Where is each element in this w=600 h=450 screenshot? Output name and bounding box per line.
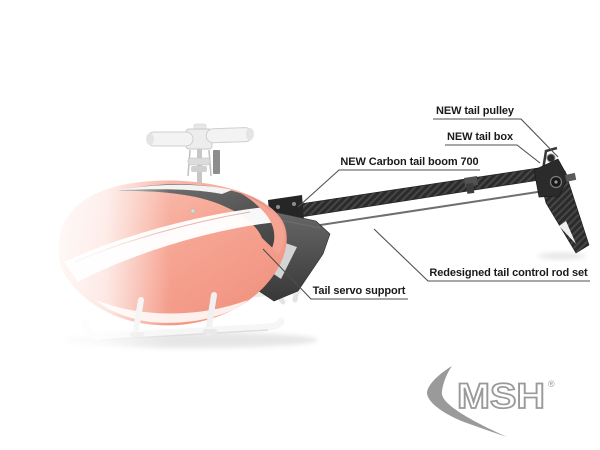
canopy-dark-band bbox=[118, 184, 284, 253]
msh-swoosh-icon bbox=[427, 366, 507, 437]
tail-box bbox=[533, 158, 569, 198]
fin-cutout bbox=[559, 221, 576, 244]
msh-logo-text: MSH bbox=[457, 377, 545, 416]
leader-tail-boom bbox=[297, 169, 480, 208]
callout-control-rod-label: Redesigned tail control rod set bbox=[429, 267, 588, 279]
canopy-rear-rim bbox=[240, 193, 285, 255]
callout-servo-support-label: Tail servo support bbox=[312, 285, 406, 297]
tail-box-assembly bbox=[533, 146, 590, 254]
callout-tail-box-label: NEW tail box bbox=[447, 131, 514, 143]
tail-pulley-bracket bbox=[541, 146, 558, 171]
msh-logo: MSH ® bbox=[427, 366, 555, 437]
leader-servo-support bbox=[262, 248, 408, 300]
leader-control-rod bbox=[373, 228, 590, 282]
msh-registered-mark: ® bbox=[548, 379, 555, 389]
leader-tail-box bbox=[445, 144, 541, 164]
front-fade-overlay bbox=[28, 150, 170, 355]
leader-tail-pulley bbox=[433, 118, 559, 158]
callout-tail-boom-label: NEW Carbon tail boom 700 bbox=[340, 156, 479, 168]
callout-tail-pulley-label: NEW tail pulley bbox=[436, 105, 514, 117]
tail-fin-shadow bbox=[538, 252, 586, 260]
rotor-head bbox=[146, 123, 254, 186]
blade-grip-right bbox=[205, 127, 253, 144]
